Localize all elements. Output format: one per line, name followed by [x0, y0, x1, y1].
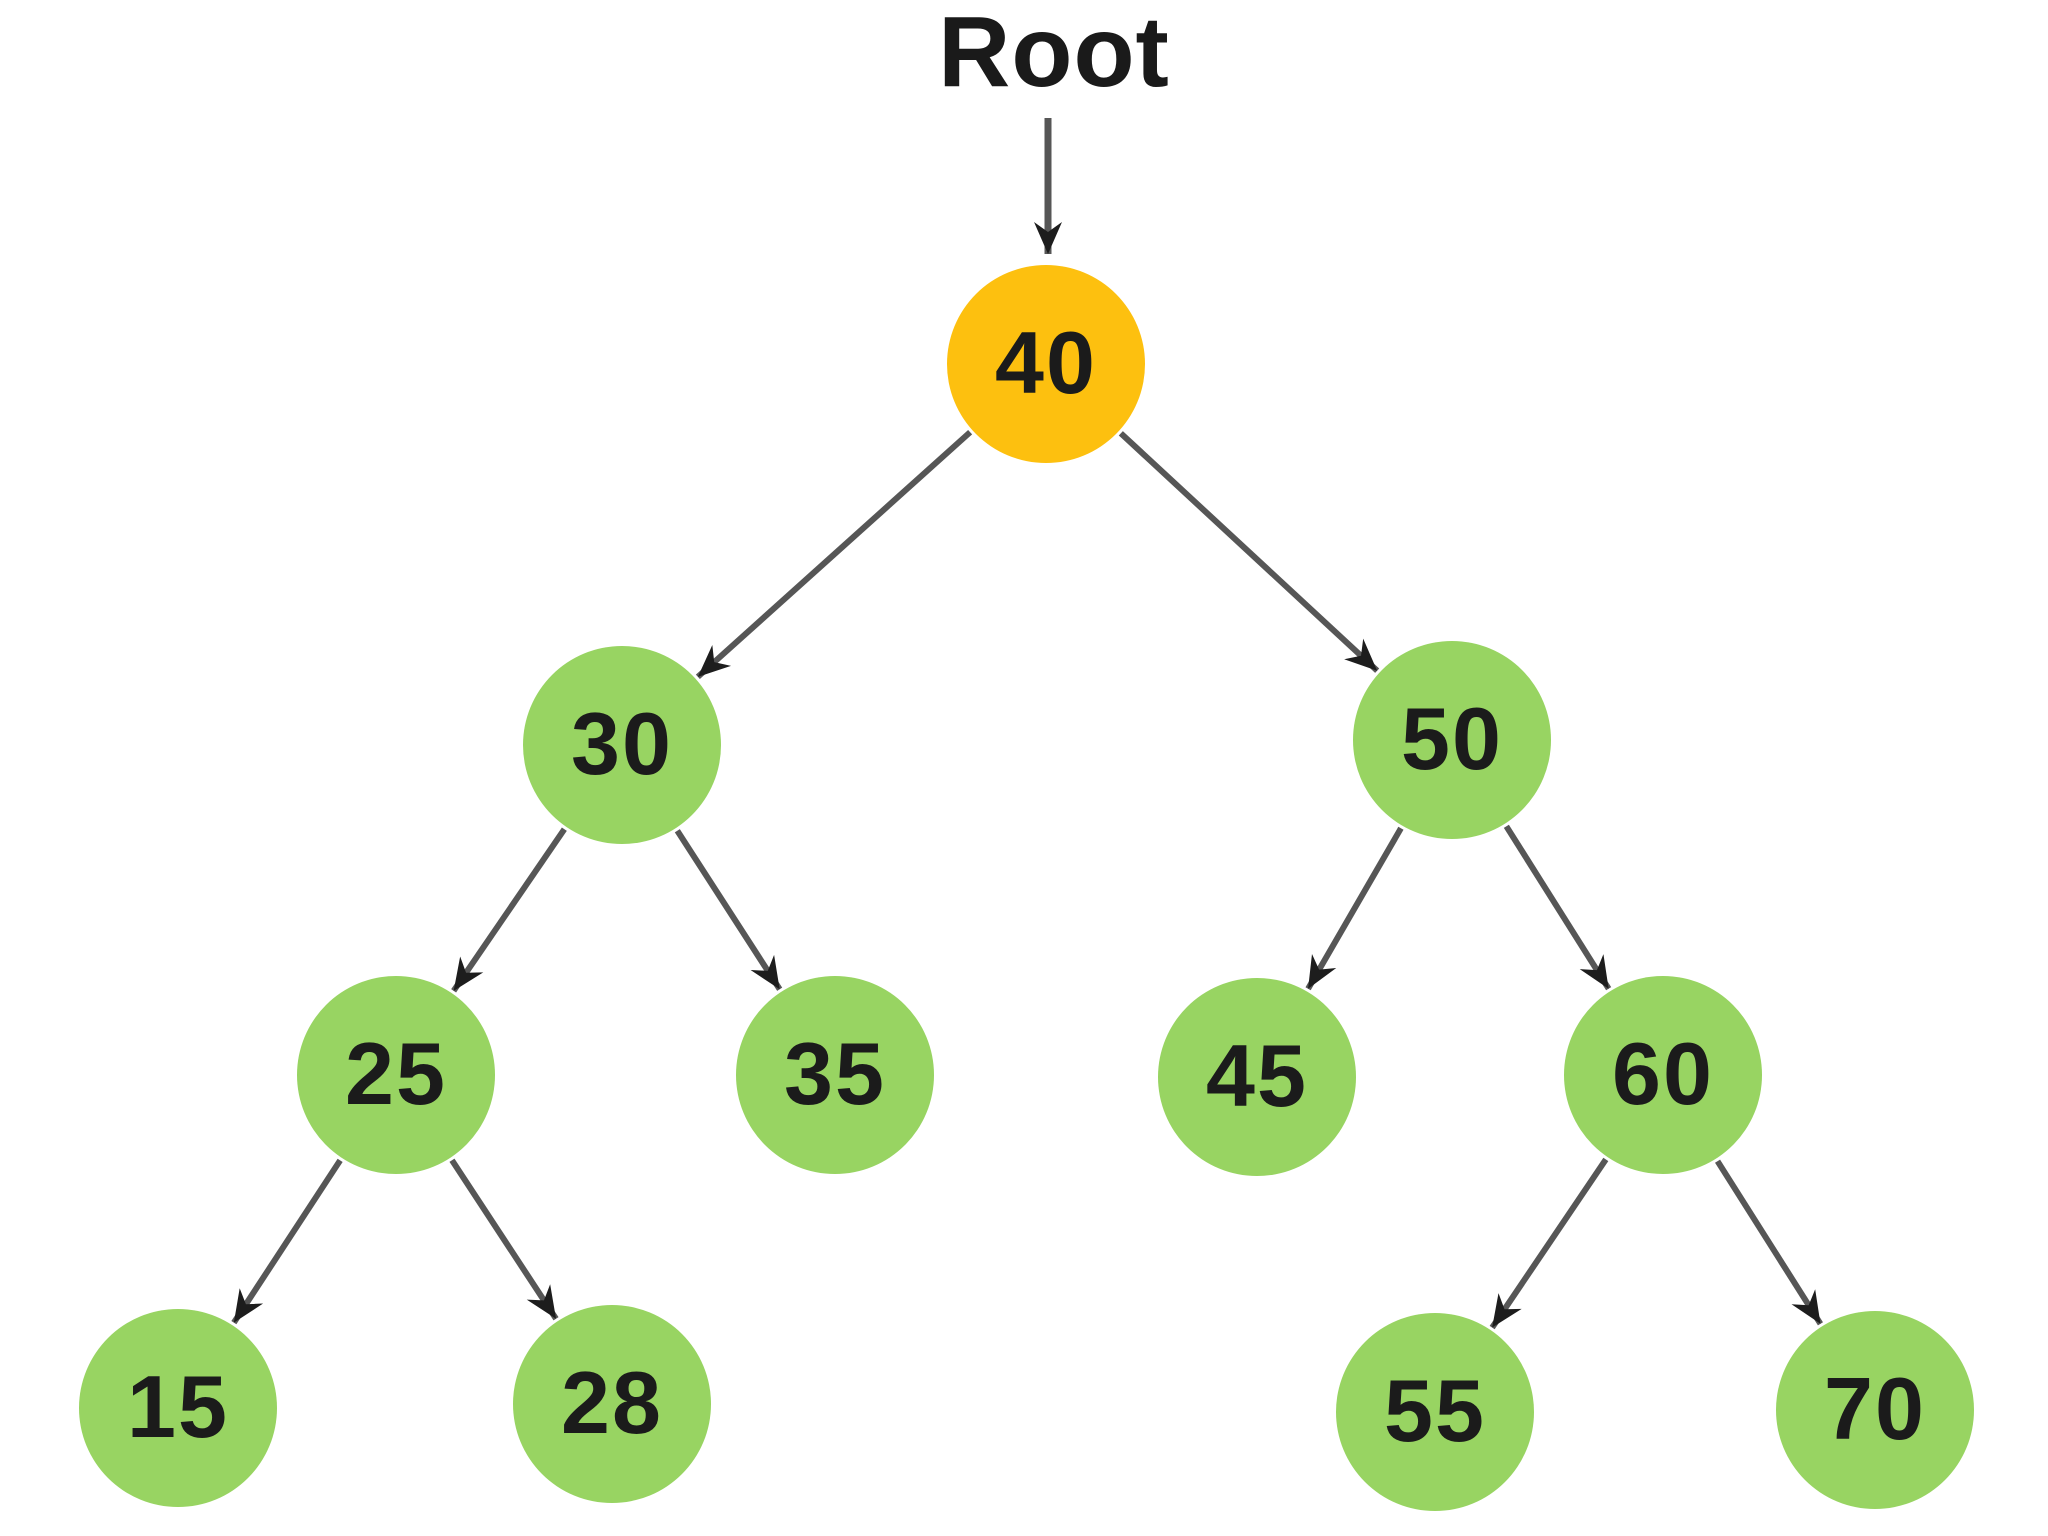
edge-50-60: [1503, 824, 1612, 991]
tree-node-label-35: 35: [784, 1024, 886, 1123]
tree-node-circle-50: [1353, 641, 1551, 839]
tree-node-circle-35: [736, 976, 934, 1174]
edge-30-25: [451, 827, 567, 993]
edge-30-35: [674, 829, 783, 991]
tree-node-circle-15: [79, 1309, 277, 1507]
tree-node-circle-40: [947, 265, 1145, 463]
tree-node-circle-45: [1158, 978, 1356, 1176]
edge-40-30: [695, 429, 973, 680]
root-label: Root: [938, 0, 1170, 108]
tree-node-label-50: 50: [1401, 689, 1503, 788]
tree-node-label-55: 55: [1384, 1361, 1486, 1460]
tree-node-label-28: 28: [561, 1353, 663, 1452]
edge-60-70: [1715, 1159, 1823, 1326]
tree-node-label-40: 40: [995, 313, 1097, 412]
tree-node-circle-30: [523, 646, 721, 844]
tree-node-label-60: 60: [1612, 1024, 1714, 1123]
edge-40-50: [1118, 431, 1380, 673]
edge-25-15: [231, 1158, 343, 1325]
edge-50-45: [1305, 826, 1404, 991]
tree-node-circle-60: [1564, 976, 1762, 1174]
tree-node-label-30: 30: [571, 694, 673, 793]
tree-node-circle-28: [513, 1305, 711, 1503]
tree-node-circle-25: [297, 976, 495, 1174]
tree-node-circle-55: [1336, 1313, 1534, 1511]
edge-60-55: [1489, 1157, 1609, 1330]
tree-node-label-15: 15: [127, 1357, 229, 1456]
tree-node-label-45: 45: [1206, 1026, 1308, 1125]
tree-node-label-70: 70: [1824, 1359, 1926, 1458]
tree-node-label-25: 25: [345, 1024, 447, 1123]
tree-node-circle-70: [1776, 1311, 1974, 1509]
edge-25-28: [449, 1158, 559, 1321]
